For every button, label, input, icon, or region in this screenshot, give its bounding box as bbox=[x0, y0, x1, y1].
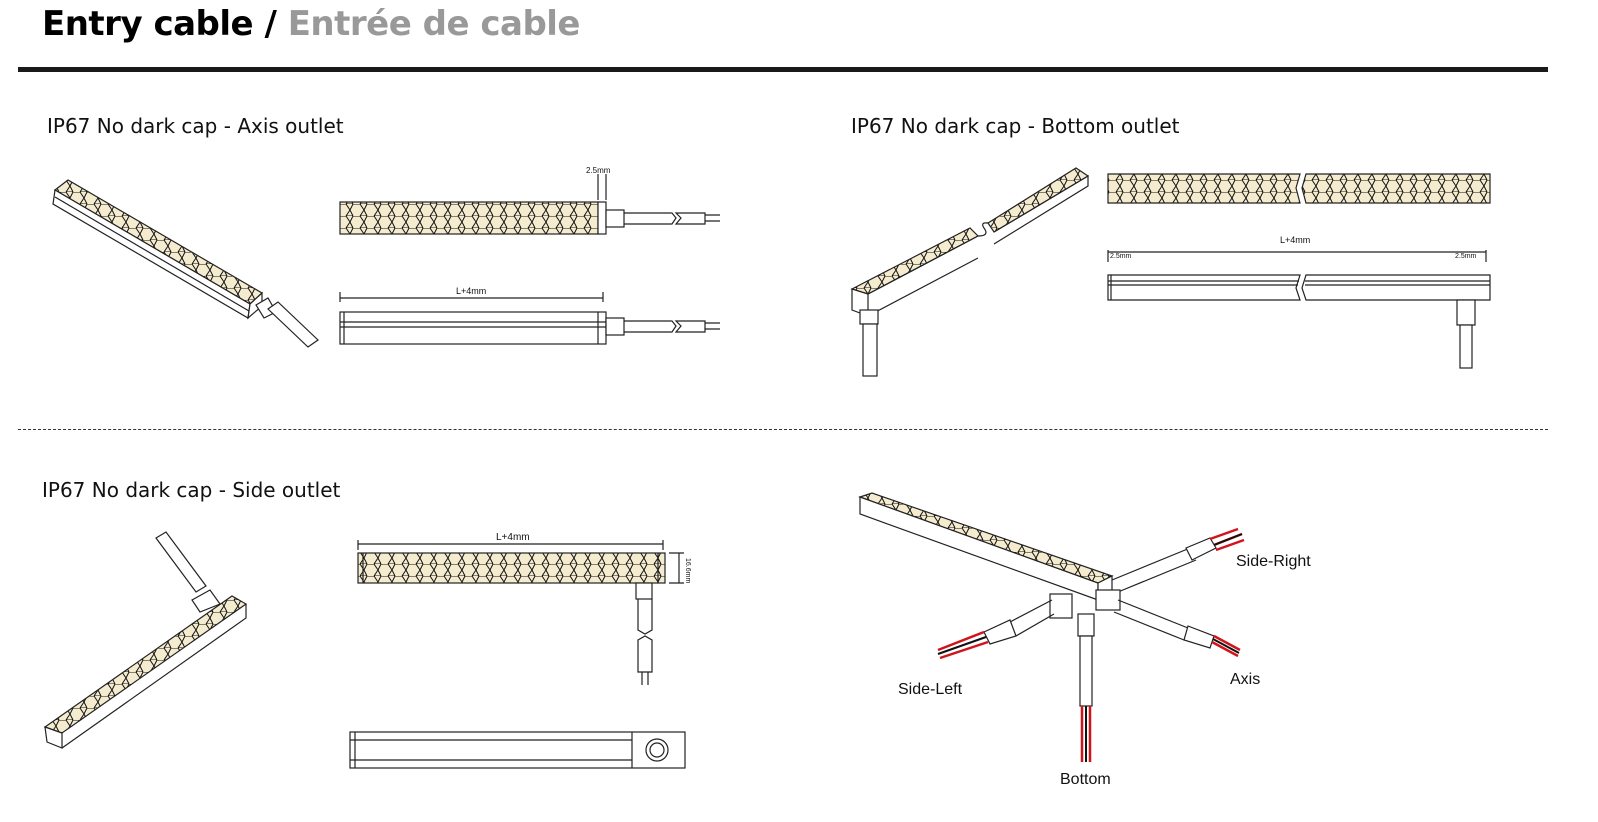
section-title-bottom: IP67 No dark cap - Bottom outlet bbox=[851, 114, 1180, 138]
side-outlet-bottom-view bbox=[349, 731, 686, 769]
axis-outlet-side-view bbox=[339, 292, 720, 345]
bottom-outlet-top-view bbox=[1107, 173, 1491, 204]
side-outlet-isometric bbox=[43, 531, 248, 749]
side-height-dimension: 16.6mm bbox=[684, 558, 691, 583]
section-title-side: IP67 No dark cap - Side outlet bbox=[42, 478, 341, 502]
label-side-left: Side-Left bbox=[898, 681, 963, 698]
label-side-right: Side-Right bbox=[1236, 553, 1311, 570]
header-rule bbox=[18, 67, 1548, 72]
title-separator: / bbox=[253, 4, 288, 44]
section-divider bbox=[18, 429, 1548, 430]
bottom-outlet-side-view bbox=[1107, 250, 1491, 369]
side-outlet-top-view bbox=[357, 540, 684, 685]
bottom-length-dimension: L+4mm bbox=[1280, 235, 1310, 245]
side-length-dimension: L+4mm bbox=[496, 532, 530, 543]
axis-outlet-isometric bbox=[52, 179, 319, 348]
title-french: Entrée de cable bbox=[287, 4, 581, 44]
outlet-options-diagram bbox=[858, 492, 1245, 762]
label-bottom: Bottom bbox=[1060, 771, 1111, 788]
label-axis: Axis bbox=[1230, 671, 1260, 688]
page-title: Entry cable / Entrée de cable bbox=[42, 4, 581, 44]
axis-cap-dimension: 2.5mm bbox=[586, 166, 611, 175]
bottom-right-cap-dimension: 2.5mm bbox=[1455, 253, 1477, 260]
bottom-outlet-isometric bbox=[850, 167, 1090, 377]
section-title-axis: IP67 No dark cap - Axis outlet bbox=[47, 114, 344, 138]
axis-outlet-top-view bbox=[339, 174, 720, 235]
title-english: Entry cable bbox=[42, 4, 254, 44]
bottom-left-cap-dimension: 2.5mm bbox=[1110, 253, 1132, 260]
axis-length-dimension: L+4mm bbox=[456, 286, 486, 296]
